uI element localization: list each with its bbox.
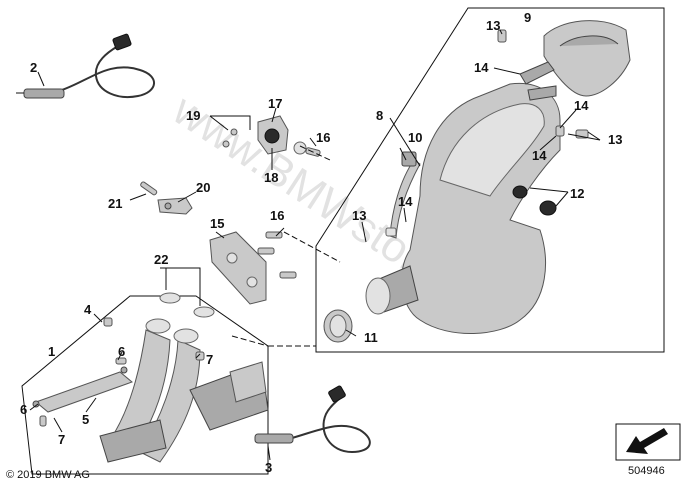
callout-17: 17 — [268, 96, 282, 111]
callout-14-mid: 14 — [532, 148, 547, 163]
connector-lines — [231, 145, 341, 347]
callout-9: 9 — [524, 10, 531, 25]
callout-7-right: 7 — [206, 352, 213, 367]
oxygen-sensor-lower — [254, 385, 371, 454]
callout-20: 20 — [196, 180, 210, 195]
callout-14-top: 14 — [474, 60, 489, 75]
callout-4: 4 — [84, 302, 92, 317]
oxygen-sensor-upper — [16, 33, 155, 99]
bracket-mount-upper — [222, 115, 321, 157]
muffler-group-frame — [315, 7, 665, 353]
callout-14-right: 14 — [574, 98, 589, 113]
callout-16-mid: 16 — [270, 208, 284, 223]
callout-7-left: 7 — [58, 432, 65, 447]
callout-19: 19 — [186, 108, 200, 123]
callout-8: 8 — [376, 108, 383, 123]
callout-21: 21 — [108, 196, 122, 211]
direction-arrow-icon — [615, 423, 681, 461]
manifold-gaskets — [159, 292, 215, 318]
exhaust-clamp — [323, 309, 353, 343]
callout-14-left: 14 — [398, 194, 413, 209]
callout-13-top: 13 — [486, 18, 500, 33]
leader-lines — [29, 29, 601, 461]
rubber-mounts — [512, 185, 557, 216]
callout-13-right: 13 — [608, 132, 622, 147]
callout-12: 12 — [570, 186, 584, 201]
callout-5: 5 — [82, 412, 89, 427]
tailpipe-tips — [497, 29, 589, 139]
callout-11: 11 — [364, 330, 378, 345]
callout-1: 1 — [48, 344, 55, 359]
callout-18: 18 — [264, 170, 278, 185]
diagram-number: 504946 — [628, 465, 665, 477]
callout-6-left: 6 — [20, 402, 27, 417]
bracket-small — [140, 181, 193, 215]
muffler-end-cap — [543, 20, 631, 97]
callout-3: 3 — [265, 460, 272, 475]
rear-muffler — [365, 82, 561, 335]
manifold-heat-shield — [32, 366, 133, 413]
manifold-group-frame — [21, 295, 269, 475]
heat-shield-bracket — [209, 231, 297, 305]
callout-16-top: 16 — [316, 130, 330, 145]
callout-13-left: 13 — [352, 208, 366, 223]
copyright-text: © 2019 BMW AG — [6, 469, 90, 481]
fastener-bolts — [39, 317, 205, 427]
callout-22: 22 — [154, 252, 168, 267]
callout-15: 15 — [210, 216, 224, 231]
callout-2: 2 — [30, 60, 37, 75]
callout-numbers: 2 3 4 1 6 6 5 7 7 8 9 10 11 12 13 13 13 … — [20, 10, 622, 475]
exhaust-manifold — [99, 318, 269, 463]
callout-6-right: 6 — [118, 344, 125, 359]
callout-10: 10 — [408, 130, 422, 145]
